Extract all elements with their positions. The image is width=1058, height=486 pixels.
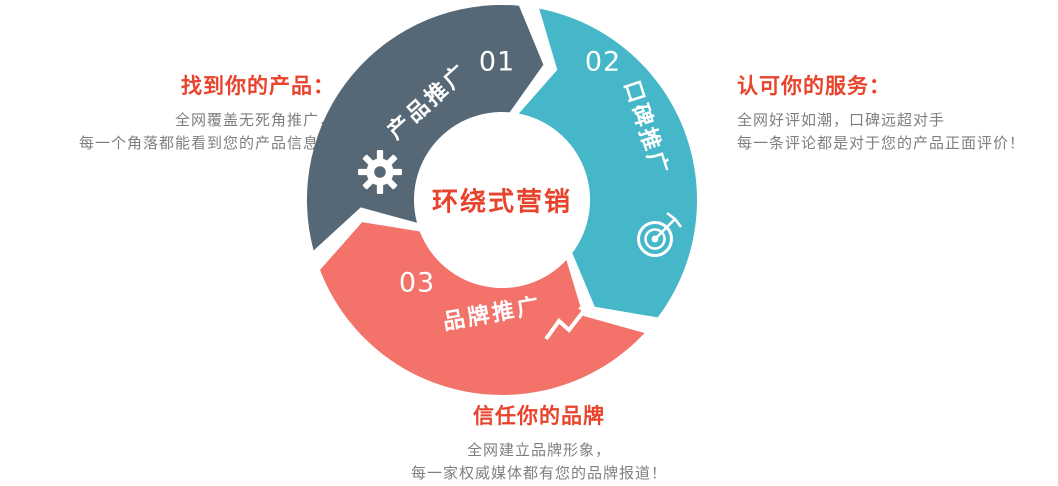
callout-service-line-2: 每一条评论都是对于您的产品正面评价！ xyxy=(737,134,1026,152)
line-chart-icon xyxy=(543,297,597,347)
donut-segment-03 xyxy=(320,222,645,395)
callout-product-line-2: 每一个角落都能看到您的产品信息！ xyxy=(78,134,335,152)
segment-number-2: 02 xyxy=(584,46,622,78)
callout-product-line-1: 全网覆盖无死角推广， xyxy=(174,111,335,129)
callout-product-title: 找到你的产品： xyxy=(181,74,335,98)
callout-brand-line-2: 每一家权威媒体都有您的品牌报道！ xyxy=(410,464,667,482)
segment-number-1: 01 xyxy=(478,46,516,78)
callout-brand-line-1: 全网建立品牌形象， xyxy=(466,441,611,459)
diagram-center-title: 环绕式营销 xyxy=(431,187,573,218)
segment-number-3: 03 xyxy=(398,267,436,299)
callout-product: 找到你的产品： 全网覆盖无死角推广， 每一个角落都能看到您的产品信息！ xyxy=(0,70,335,155)
callout-brand: 信任你的品牌 全网建立品牌形象， 每一家权威媒体都有您的品牌报道！ xyxy=(339,400,739,485)
gear-icon xyxy=(357,149,403,199)
donut-segment-01 xyxy=(306,4,544,251)
callout-service-title: 认可你的服务： xyxy=(737,74,891,98)
callout-service: 认可你的服务： 全网好评如潮，口碑远超对手 每一条评论都是对于您的产品正面评价！ xyxy=(737,70,1058,155)
callout-brand-title: 信任你的品牌 xyxy=(473,404,605,428)
callout-service-line-1: 全网好评如潮，口碑远超对手 xyxy=(737,111,946,129)
cycle-diagram: 01 02 03 产品推广 口碑推广 品牌推广 xyxy=(302,0,702,400)
target-icon xyxy=(634,210,684,264)
